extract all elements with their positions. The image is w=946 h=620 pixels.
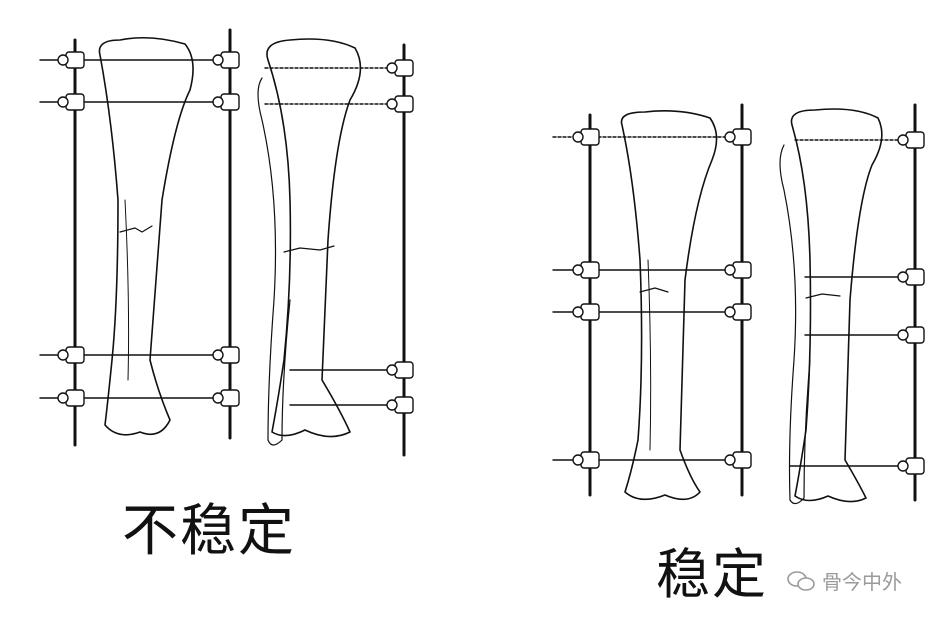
clamp-bolt <box>572 306 584 318</box>
clamp <box>394 59 414 77</box>
tibia-bone <box>98 36 194 436</box>
stable-frame-group <box>552 103 917 505</box>
pin-clamps <box>57 51 925 475</box>
clamp-bolt <box>572 264 584 276</box>
fracture-line <box>283 245 335 253</box>
clamp-bolt <box>897 271 909 283</box>
clamp <box>394 361 414 379</box>
clamp <box>732 128 752 146</box>
clamp <box>732 303 752 321</box>
stable-label: 稳定 <box>656 543 768 606</box>
fracture-line <box>639 287 669 293</box>
clamp-bolt <box>386 98 398 110</box>
clamp <box>732 261 752 279</box>
clamp-bolt <box>724 454 736 466</box>
tibia-fibula-bone <box>790 108 883 503</box>
clamp <box>580 261 600 279</box>
clamp <box>732 451 752 469</box>
clamp-bolt <box>897 460 909 472</box>
clamp <box>905 326 925 344</box>
fracture-line <box>805 293 841 299</box>
clamp-bolt <box>57 392 69 404</box>
unstable-label: 不稳定 <box>122 499 296 564</box>
watermark-text: 骨今中外 <box>822 570 902 594</box>
clamp <box>580 303 600 321</box>
clamp-bolt <box>897 329 909 341</box>
watermark: 骨今中外 <box>786 566 902 595</box>
clamp-bolt <box>724 131 736 143</box>
clamp-bolt <box>386 399 398 411</box>
clamp-bolt <box>212 392 224 404</box>
wechat-icon <box>787 570 815 591</box>
clamp-bolt <box>212 54 224 66</box>
clamp-bolt <box>57 349 69 361</box>
clamp <box>394 95 414 113</box>
clamp-bolt <box>724 264 736 276</box>
clamp <box>905 457 925 475</box>
clamp-bolt <box>212 349 224 361</box>
tibia-bone <box>620 110 718 501</box>
clamp-bolt <box>386 62 398 74</box>
clamp-bolt <box>572 454 584 466</box>
clamp <box>905 268 925 286</box>
clamp <box>905 131 925 149</box>
clamp-bolt <box>386 364 398 376</box>
clamp-bolt <box>57 96 69 108</box>
tibia-fibula-bone <box>266 38 362 438</box>
clamp-bolt <box>572 131 584 143</box>
clamp <box>580 128 600 146</box>
clamp-bolt <box>724 306 736 318</box>
clamp-bolt <box>57 54 69 66</box>
clamp-bolt <box>897 134 909 146</box>
clamp <box>580 451 600 469</box>
clamp <box>394 396 414 414</box>
fracture-line <box>119 225 153 233</box>
clamp-bolt <box>212 96 224 108</box>
